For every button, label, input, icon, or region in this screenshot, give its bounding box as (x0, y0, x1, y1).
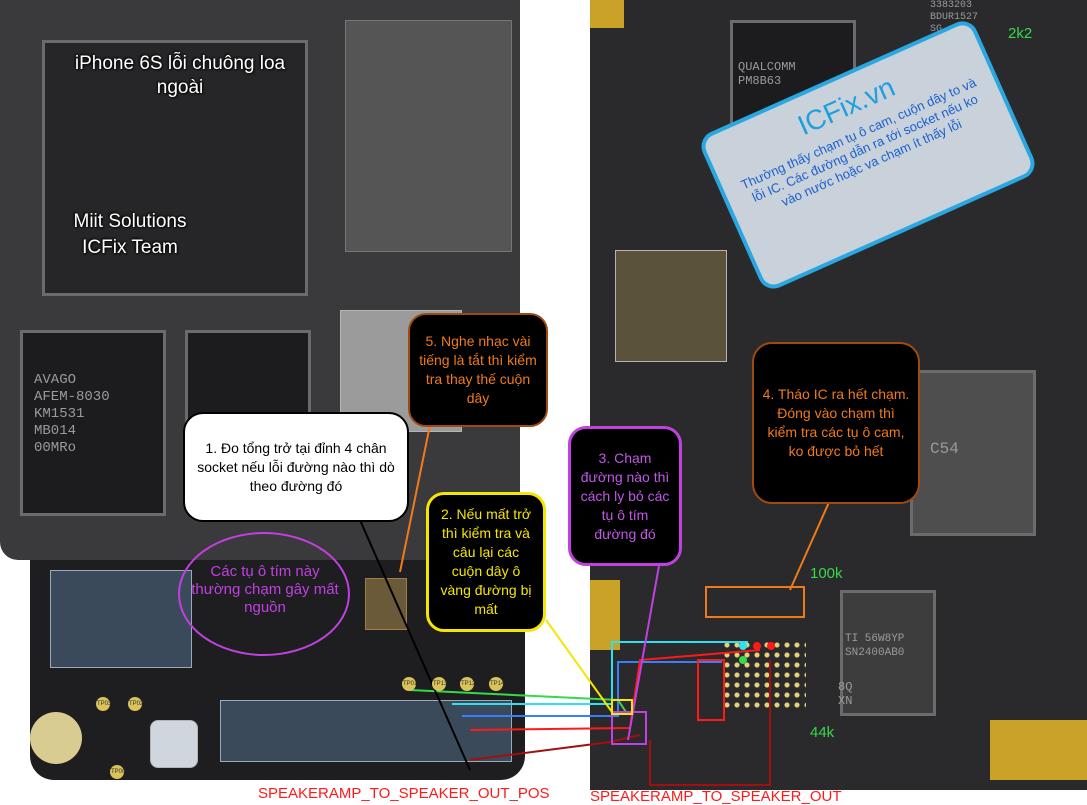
avago-chip-marking: AVAGO AFEM-8030 KM1531 MB014 00MRo (34, 372, 110, 456)
credit-line-2: ICFix Team (82, 237, 178, 258)
display-connector (220, 700, 512, 762)
test-point-tp14 (489, 677, 503, 691)
step-2-note: 2. Nếu mất trở thì kiểm tra và câu lại c… (426, 492, 546, 632)
test-point-red-a (753, 642, 761, 650)
battery-connector (50, 570, 192, 668)
gold-pad-top-right (590, 0, 624, 28)
mounting-hole-left (30, 712, 82, 764)
test-point-label-tp12: TP12 (461, 681, 476, 687)
test-point-cyan (739, 642, 747, 650)
purple-capacitor-box (611, 711, 647, 745)
orange-capacitor-group (705, 586, 805, 618)
top-right-chip-marking: 3383203 BDUR1527 SG (930, 0, 979, 35)
signal-label-speaker-out-pos: SPEAKERAMP_TO_SPEAKER_OUT_POS (258, 785, 550, 802)
pointer-step3 (627, 559, 661, 741)
credit-line-1: Miit Solutions (73, 211, 187, 232)
trace-darkred-pos (469, 734, 641, 761)
baseband-chip (42, 40, 308, 296)
purple-capacitor-highlight (178, 532, 350, 656)
step-3-note: 3. Chạm đường nào thì cách ly bỏ các tụ … (568, 426, 682, 566)
test-point-green (739, 656, 747, 664)
audio-ic-c54 (910, 370, 1036, 536)
signal-label-speaker-out: SPEAKERAMP_TO_SPEAKER_OUT (590, 788, 842, 805)
c54-chip-marking: C54 (930, 440, 959, 458)
test-point-label-tp02: TP02 (129, 701, 144, 707)
gold-pad-right-bottom (990, 720, 1087, 780)
antenna-connector (150, 720, 198, 768)
avago-chip (20, 330, 166, 516)
trace-blue (462, 661, 722, 717)
yellow-coil-box (611, 699, 633, 715)
test-point-tp01 (402, 677, 416, 691)
pointer-step2 (545, 619, 613, 713)
capacitor-bank (345, 20, 512, 252)
test-point-label-tp03: TP03 (97, 701, 112, 707)
resistance-label-100k: 100k (810, 565, 843, 582)
test-point-tp03 (96, 697, 110, 711)
trace-darkred-neg (649, 660, 771, 786)
speaker-amp-ic (840, 590, 936, 716)
pointer-step1 (359, 519, 471, 771)
red-coil-box (697, 659, 725, 721)
test-point-tp02 (128, 697, 142, 711)
trace-red (469, 649, 761, 731)
resistance-label-44k: 44k (810, 724, 835, 741)
gold-pad-right-top (590, 580, 620, 650)
step-4-note: 4. Tháo IC ra hết chạm. Đóng vào chạm th… (752, 342, 920, 504)
test-point-label-tp00: TP00 (111, 769, 126, 775)
test-point-tp12 (460, 677, 474, 691)
purple-capacitor-note: Các tụ ô tím này thường chạm gây mất ngu… (191, 563, 339, 616)
pointer-step4 (789, 499, 831, 591)
speaker-coil (365, 578, 407, 630)
step-1-note: 1. Đo tổng trở tại đỉnh 4 chân socket nế… (183, 412, 409, 522)
test-point-tp00 (110, 765, 124, 779)
resistance-label-2k2: 2k2 (1008, 25, 1033, 42)
test-point-red-b (767, 642, 775, 650)
test-point-tp13 (432, 677, 446, 691)
logic-board-left-lower (30, 560, 525, 780)
lower-right-chip-marking: 8Q XN (838, 680, 853, 708)
test-point-label-tp01: TP01 (403, 681, 418, 687)
qualcomm-chip-marking: QUALCOMM PM8B63 (738, 60, 796, 88)
test-point-label-tp13: TP13 (433, 681, 448, 687)
photo-title: iPhone 6S lỗi chuông loa ngoài (74, 53, 286, 98)
trace-cyan (452, 641, 748, 705)
flash-chip-square (615, 250, 727, 362)
ti-chip-marking: TI 56W8YP SN2400AB0 (845, 633, 905, 659)
step-5-note: 5. Nghe nhạc vài tiếng là tắt thì kiểm t… (408, 313, 548, 427)
pointer-step5 (399, 424, 431, 573)
test-point-label-tp14: TP14 (490, 681, 505, 687)
